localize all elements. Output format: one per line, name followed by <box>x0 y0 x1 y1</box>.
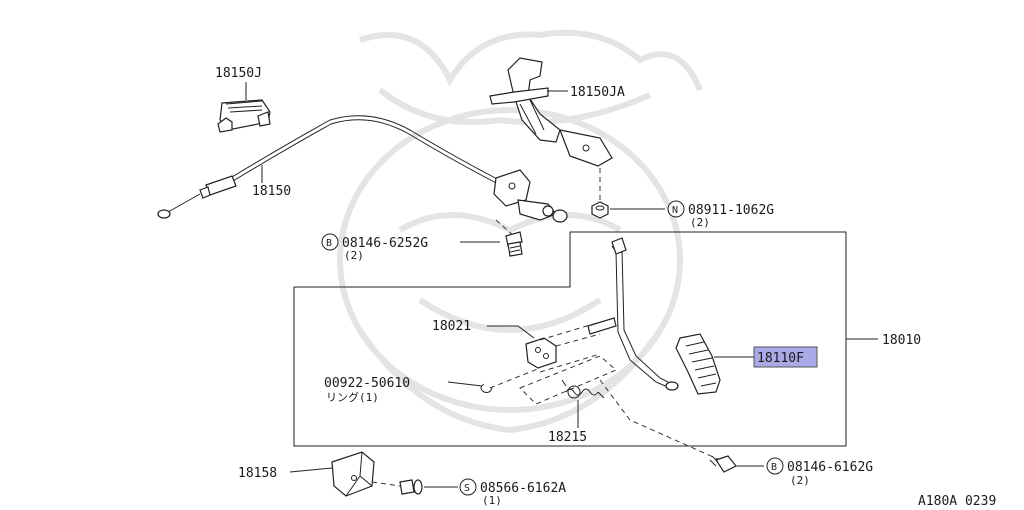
nut-symbol-text: N <box>672 205 678 216</box>
label-08146-6252G: 08146-6252G <box>342 236 428 251</box>
screw-symbol: S <box>459 478 477 496</box>
dash-bolt-b <box>599 379 721 461</box>
label-18150JA: 18150JA <box>570 85 625 100</box>
label-00922-50610-sub: リング(1) <box>326 390 379 404</box>
watermark-emblem <box>337 29 703 434</box>
part-pedal-arm[interactable] <box>587 237 679 391</box>
highlight-18110F[interactable]: 18110F <box>753 346 818 368</box>
part-spring-18215[interactable] <box>561 379 605 399</box>
leader-18021 <box>487 325 535 339</box>
part-stopper-18158[interactable] <box>331 451 375 497</box>
label-08146-6252G-qty: (2) <box>344 249 364 262</box>
label-18010: 18010 <box>882 333 921 348</box>
label-18158: 18158 <box>238 466 277 481</box>
leader-00922-50610 <box>447 381 483 387</box>
part-bolt-08146-6162G[interactable] <box>709 455 737 473</box>
label-00922-50610: 00922-50610 <box>324 376 410 391</box>
label-18150: 18150 <box>252 184 291 199</box>
bolt-symbol-1-text: B <box>326 238 332 249</box>
dash-screw <box>371 481 401 487</box>
part-18150-cable[interactable] <box>157 115 506 219</box>
label-08146-6162G: 08146-6162G <box>787 460 873 475</box>
screw-symbol-text: S <box>464 483 470 494</box>
dash-bracket-links <box>539 321 601 373</box>
leader-18158 <box>289 467 333 473</box>
label-08566-6162A-qty: (1) <box>482 494 502 507</box>
label-08146-6162G-qty: (2) <box>790 474 810 487</box>
bolt-symbol-2: B <box>766 457 784 475</box>
label-18110F: 18110F <box>757 351 804 366</box>
part-bracket-18021[interactable] <box>525 337 557 369</box>
label-08911-1062G-qty: (2) <box>690 216 710 229</box>
bolt-symbol-1: B <box>321 233 339 251</box>
part-18150JA-bracket[interactable] <box>489 57 613 167</box>
part-nut-08911-1062G[interactable] <box>591 201 609 219</box>
figure-code: A180A 0239 <box>918 494 996 509</box>
part-pedal-pad-18110F[interactable] <box>675 333 721 395</box>
part-cable-bracket[interactable] <box>493 169 568 223</box>
label-18021: 18021 <box>432 319 471 334</box>
part-bolt-08146-6252G[interactable] <box>505 231 523 257</box>
bolt-symbol-2-text: B <box>771 462 777 473</box>
part-screw-08566-6162A[interactable] <box>399 479 423 495</box>
label-18215: 18215 <box>548 430 587 445</box>
label-08566-6162A: 08566-6162A <box>480 481 566 496</box>
label-08911-1062G: 08911-1062G <box>688 203 774 218</box>
nut-symbol: N <box>667 200 685 218</box>
part-18150J-clip[interactable] <box>217 99 271 133</box>
label-18150J: 18150J <box>215 66 262 81</box>
dash-spring-box <box>519 355 617 405</box>
dash-ring <box>489 367 541 389</box>
assembly-frame-18010 <box>293 231 847 447</box>
